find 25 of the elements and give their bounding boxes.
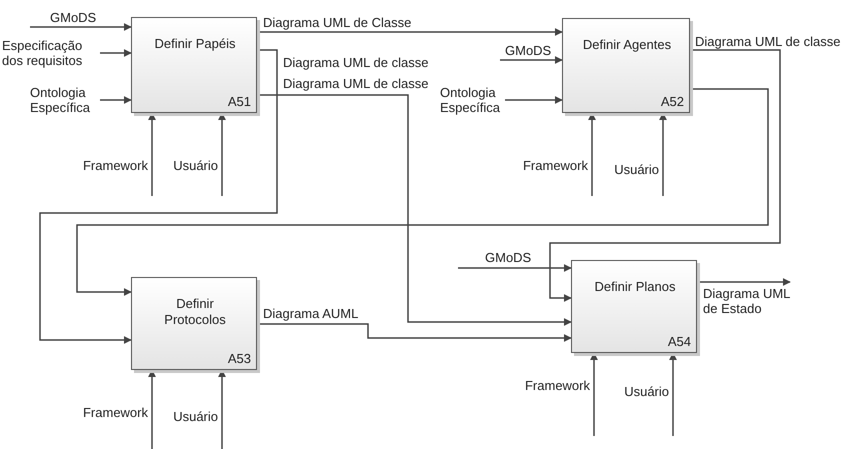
process-title: Definir Agentes [582, 37, 672, 53]
process-box [571, 260, 697, 353]
arrow [458, 264, 572, 272]
arrow [549, 49, 781, 302]
activity-number: A54 [668, 334, 691, 349]
arrow [697, 278, 791, 286]
arrow [257, 323, 572, 342]
arrow [100, 96, 132, 104]
arrow [30, 23, 132, 31]
process-title: Definir Planos [594, 279, 676, 295]
arrow [505, 96, 563, 104]
activity-number: A53 [228, 351, 251, 366]
arrow [39, 49, 278, 344]
arrow [100, 49, 132, 57]
activity-number: A51 [228, 94, 251, 109]
arrow [257, 28, 563, 36]
process-box [131, 277, 257, 370]
process-box [131, 17, 257, 113]
activity-number: A52 [660, 94, 684, 109]
process-title: Definir Protocolos [163, 296, 227, 328]
arrow [257, 94, 572, 326]
process-title: Definir Papéis [154, 36, 236, 52]
process-box [562, 18, 690, 113]
arrow [500, 56, 563, 64]
arrow [76, 88, 769, 296]
